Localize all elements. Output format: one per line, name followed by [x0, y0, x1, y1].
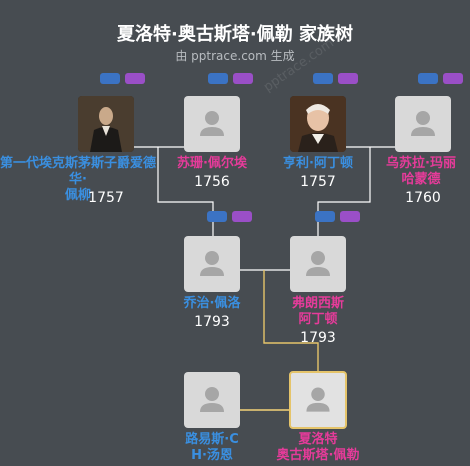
expand-mother-button[interactable]: [338, 73, 358, 84]
person-placeholder-icon: [306, 387, 330, 412]
person-card-p8-focus[interactable]: [289, 371, 347, 429]
portrait-photo: [290, 96, 346, 152]
page-subtitle: 由 pptrace.com 生成: [175, 49, 295, 63]
person-name-p3[interactable]: 亨利·阿丁顿: [283, 156, 353, 171]
person-card-p7[interactable]: [184, 372, 240, 428]
portrait-photo: [78, 96, 134, 152]
person-card-p2[interactable]: [184, 96, 240, 152]
person-card-p3[interactable]: [290, 96, 346, 152]
expand-mother-button[interactable]: [125, 73, 145, 84]
name-line: 哈蒙德: [401, 172, 441, 187]
name-line: 路易斯·C: [185, 432, 239, 447]
expand-father-button[interactable]: [207, 211, 227, 222]
person-name-p7[interactable]: 路易斯·C H·汤恩: [164, 432, 260, 464]
person-year-p3: 1757: [300, 174, 336, 190]
person-placeholder-icon: [200, 251, 224, 276]
person-year-p1: 1757: [88, 190, 124, 206]
page-title: 夏洛特·奥古斯塔·佩勒 家族树: [117, 24, 353, 45]
parents-toggle-p3[interactable]: [313, 73, 361, 85]
person-name-p5[interactable]: 乔治·佩洛: [183, 296, 241, 311]
person-placeholder-icon: [200, 111, 224, 136]
person-placeholder-icon: [306, 251, 330, 276]
expand-mother-button[interactable]: [443, 73, 463, 84]
parents-toggle-p2[interactable]: [208, 73, 256, 85]
name-line: H·汤恩: [191, 448, 233, 463]
name-line: 第一代埃克斯茅斯子爵爱德华·: [0, 156, 157, 187]
person-name-p6[interactable]: 弗朗西斯 阿丁顿: [270, 296, 366, 328]
person-name-p1[interactable]: 第一代埃克斯茅斯子爵爱德华· 佩柳: [0, 156, 156, 204]
parents-toggle-p1[interactable]: [100, 73, 148, 85]
name-line: 阿丁顿: [298, 312, 338, 327]
parents-toggle-p5[interactable]: [207, 211, 255, 223]
person-year-p2: 1756: [194, 174, 230, 190]
expand-mother-button[interactable]: [340, 211, 360, 222]
expand-mother-button[interactable]: [233, 73, 253, 84]
parents-toggle-p4[interactable]: [418, 73, 466, 85]
expand-father-button[interactable]: [315, 211, 335, 222]
person-placeholder-icon: [411, 111, 435, 136]
person-year-p6: 1793: [300, 330, 336, 346]
person-card-p1[interactable]: [78, 96, 134, 152]
name-line: 弗朗西斯: [291, 296, 344, 311]
expand-father-button[interactable]: [313, 73, 333, 84]
parents-toggle-p6[interactable]: [315, 211, 363, 223]
person-name-p4[interactable]: 乌苏拉·玛丽 哈蒙德: [372, 156, 470, 188]
person-name-p2[interactable]: 苏珊·佩尔埃: [177, 156, 247, 171]
name-line: 奥古斯塔·佩勒: [276, 448, 360, 463]
name-line: 乌苏拉·玛丽: [386, 156, 456, 171]
person-year-p5: 1793: [194, 314, 230, 330]
person-placeholder-icon: [200, 387, 224, 412]
name-line: 佩柳: [64, 188, 91, 203]
expand-father-button[interactable]: [208, 73, 228, 84]
person-card-p4[interactable]: [395, 96, 451, 152]
name-line: 夏洛特: [298, 432, 338, 447]
expand-mother-button[interactable]: [232, 211, 252, 222]
person-year-p4: 1760: [405, 190, 441, 206]
person-name-p8[interactable]: 夏洛特 奥古斯塔·佩勒: [260, 432, 376, 464]
person-card-p6[interactable]: [290, 236, 346, 292]
person-card-p5[interactable]: [184, 236, 240, 292]
expand-father-button[interactable]: [100, 73, 120, 84]
focus-descent-line: [263, 270, 319, 372]
expand-father-button[interactable]: [418, 73, 438, 84]
